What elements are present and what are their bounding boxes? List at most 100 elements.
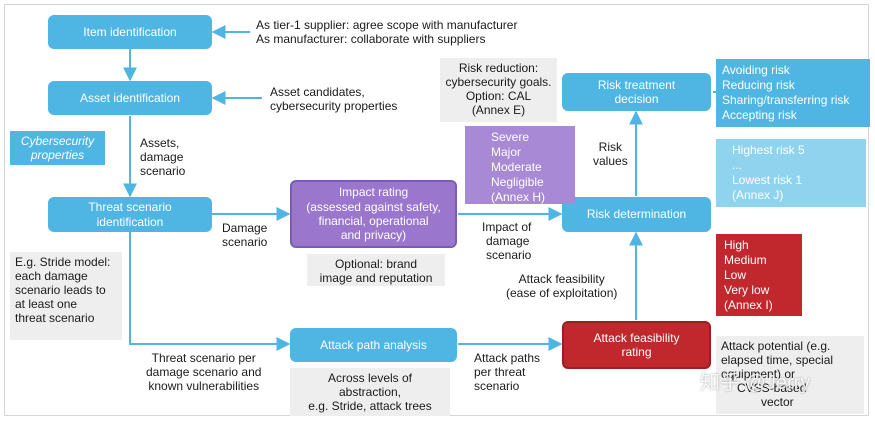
watermark: 知乎 @Jerry [700, 372, 811, 394]
attack-paths-line1: Attack paths [474, 351, 541, 365]
risk-treatment-label-line1: Risk treatment [597, 77, 676, 92]
risk-reduction-line3: Option: CAL [465, 89, 532, 103]
impact-rating-box[interactable]: Impact rating (assessed against safety, … [290, 180, 457, 248]
attack-feasibility-line1: Attack feasibility [518, 272, 605, 286]
attack-path-analysis-box[interactable]: Attack path analysis [290, 328, 457, 362]
stride-model-line1: E.g. Stride model: [15, 255, 111, 269]
stride-model-line4: at least one [15, 297, 78, 311]
impact-of-damage-line2: damage [486, 234, 530, 248]
impact-level-major: Major [491, 145, 522, 159]
risk-option-accepting: Accepting risk [722, 108, 797, 122]
asset-identification-label: Asset identification [79, 90, 181, 105]
attack-paths-label: Attack paths per threat scenario [474, 351, 540, 393]
assets-damage-line1: Assets, [140, 136, 180, 150]
abstraction-line2: abstraction, [338, 385, 402, 399]
assets-damage-line2: damage [140, 150, 184, 164]
attack-potential-note: Attack potential (e.g. elapsed time, spe… [716, 336, 864, 414]
supplier-note-label: As tier-1 supplier: agree scope with man… [256, 18, 517, 46]
impact-of-damage-line3: scenario [486, 248, 532, 262]
risk-determination-label: Risk determination [586, 207, 687, 222]
assets-damage-line3: scenario [140, 164, 186, 178]
arrow-threat-to-attack-path [129, 232, 291, 351]
impact-of-damage-label: Impact of damage scenario [482, 220, 531, 262]
attack-paths-line2: per threat [474, 365, 526, 379]
risk-level-annex: (Annex J) [732, 188, 784, 202]
attack-feasibility-rating-box[interactable]: Attack feasibility rating [562, 321, 711, 369]
risk-reduction-line1: Risk reduction: [458, 61, 539, 75]
feasibility-level-annex: (Annex I) [724, 298, 773, 312]
assets-damage-label: Assets, damage scenario [140, 136, 185, 178]
brand-image-line1: Optional: brand [334, 257, 418, 271]
damage-scenario-label: Damage scenario [222, 221, 267, 249]
supplier-note-line2: As manufacturer: collaborate with suppli… [256, 32, 486, 46]
impact-rating-detail-1: (assessed against safety, [306, 199, 441, 214]
cybersecurity-properties-box: Cybersecurity properties [10, 131, 105, 165]
abstraction-line3: e.g. Stride, attack trees [308, 399, 432, 413]
feasibility-level-very-low: Very low [724, 283, 770, 297]
stride-model-line3: scenario leads to [15, 283, 106, 297]
risk-option-reducing: Reducing risk [722, 78, 795, 92]
threat-scenario-label-line1: Threat scenario [88, 200, 172, 215]
risk-level-lowest: Lowest risk 1 [732, 173, 803, 187]
asset-candidates-line2: cybersecurity properties [270, 99, 398, 113]
levels-of-abstraction-note: Across levels of abstraction, e.g. Strid… [290, 368, 450, 416]
impact-level-annex: (Annex H) [491, 190, 546, 204]
attack-potential-line3: equipment) or [721, 367, 796, 381]
impact-level-moderate: Moderate [491, 160, 542, 174]
risk-values-line2: values [593, 154, 628, 168]
risk-treatment-label-line2: decision [614, 92, 659, 106]
risk-reduction-note: Risk reduction: cybersecurity goals. Opt… [440, 58, 557, 122]
threat-scenario-label-line2: identification [96, 214, 164, 229]
impact-of-damage-line1: Impact of [482, 220, 532, 234]
impact-level-negligible: Negligible [491, 175, 544, 189]
cybersecurity-properties-line2: properties [30, 148, 85, 162]
threat-scenario-identification-box[interactable]: Threat scenario identification [48, 197, 212, 232]
abstraction-line1: Across levels of [327, 371, 413, 385]
attack-feasibility-label-line1: Attack feasibility [593, 330, 680, 345]
attack-feasibility-label: Attack feasibility (ease of exploitation… [506, 272, 617, 300]
risk-reduction-line4: (Annex E) [471, 103, 526, 117]
attack-feasibility-line2: (ease of exploitation) [506, 286, 618, 300]
threat-scenario-per-line1: Threat scenario per [151, 351, 256, 365]
feasibility-level-medium: Medium [724, 253, 767, 267]
asset-candidates-line1: Asset candidates, [270, 85, 365, 99]
feasibility-level-high: High [724, 238, 749, 252]
impact-rating-title: Impact rating [338, 185, 409, 200]
stride-model-line5: threat scenario [15, 311, 95, 325]
attack-potential-line4: CVSS-based [737, 381, 807, 395]
damage-scenario-line2: scenario [222, 235, 268, 249]
impact-level-severe: Severe [491, 130, 530, 144]
cybersecurity-properties-line1: Cybersecurity [20, 134, 95, 148]
threat-scenario-per-line3: known vulnerabilities [148, 379, 260, 393]
impact-rating-detail-2: financial, operational [318, 214, 429, 228]
risk-levels-list: Highest risk 5 ... Lowest risk 1 (Annex … [716, 139, 866, 207]
risk-treatment-options-list: Avoiding risk Reducing risk Sharing/tran… [716, 59, 870, 127]
risk-option-avoiding: Avoiding risk [722, 63, 790, 77]
risk-treatment-decision-box[interactable]: Risk treatment decision [562, 73, 711, 111]
risk-option-sharing: Sharing/transferring risk [722, 93, 850, 107]
stride-model-note: E.g. Stride model: each damage scenario … [10, 252, 122, 340]
threat-scenario-per-label: Threat scenario per damage scenario and … [146, 351, 261, 393]
risk-values-line1: Risk [598, 140, 623, 154]
attack-path-analysis-label: Attack path analysis [320, 337, 427, 352]
impact-rating-detail-3: and privacy) [340, 228, 407, 243]
asset-identification-box[interactable]: Asset identification [48, 81, 212, 115]
attack-potential-line5: vector [761, 395, 794, 409]
attack-potential-line2: elapsed time, special [721, 353, 834, 367]
risk-level-ellipsis: ... [732, 158, 743, 172]
risk-determination-box[interactable]: Risk determination [562, 197, 711, 232]
item-identification-box[interactable]: Item identification [48, 15, 212, 49]
attack-paths-line3: scenario [474, 379, 520, 393]
brand-image-line2: image and reputation [319, 271, 433, 285]
attack-feasibility-label-line2: rating [621, 345, 652, 359]
feasibility-levels-list: High Medium Low Very low (Annex I) [716, 234, 802, 316]
item-identification-label: Item identification [83, 24, 177, 39]
brand-image-note: Optional: brand image and reputation [307, 254, 445, 286]
stride-model-line2: each damage [15, 269, 88, 283]
supplier-note-line1: As tier-1 supplier: agree scope with man… [256, 18, 518, 32]
risk-values-label: Risk values [593, 140, 628, 168]
attack-potential-line1: Attack potential (e.g. [721, 339, 831, 353]
impact-levels-list: Severe Major Moderate Negligible (Annex … [465, 126, 575, 204]
risk-reduction-line2: cybersecurity goals. [445, 75, 552, 89]
